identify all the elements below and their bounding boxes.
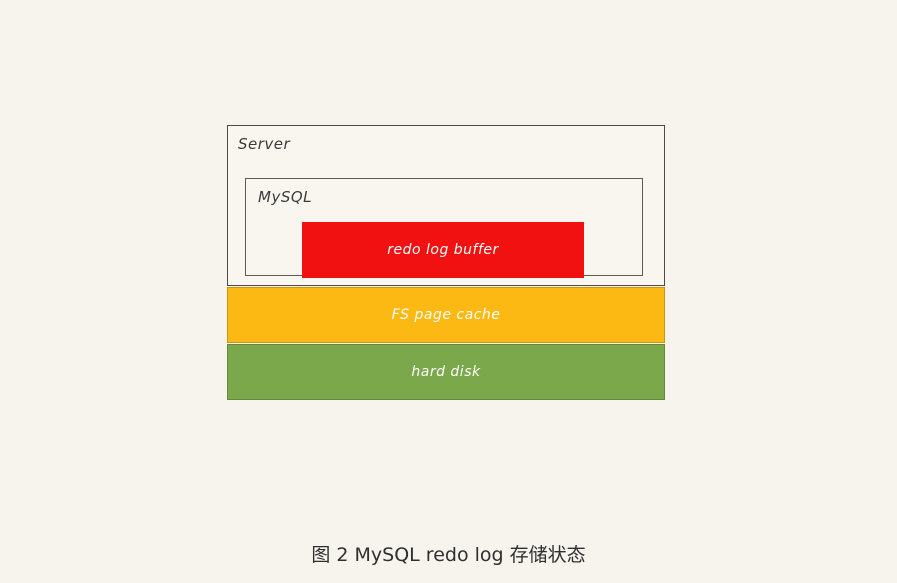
fs-page-cache-label: FS page cache <box>391 307 501 323</box>
hard-disk-label: hard disk <box>411 364 481 380</box>
server-box: Server MySQL redo log buffer <box>227 125 665 286</box>
server-label: Server <box>238 135 291 153</box>
fs-page-cache-bar: FS page cache <box>227 287 665 343</box>
figure-caption: 图 2 MySQL redo log 存储状态 <box>311 544 586 566</box>
redo-log-buffer-bar: redo log buffer <box>302 222 584 278</box>
mysql-box: MySQL redo log buffer <box>245 178 643 278</box>
redo-log-buffer-label: redo log buffer <box>387 242 499 258</box>
mysql-label: MySQL <box>258 188 313 206</box>
hard-disk-bar: hard disk <box>227 344 665 400</box>
